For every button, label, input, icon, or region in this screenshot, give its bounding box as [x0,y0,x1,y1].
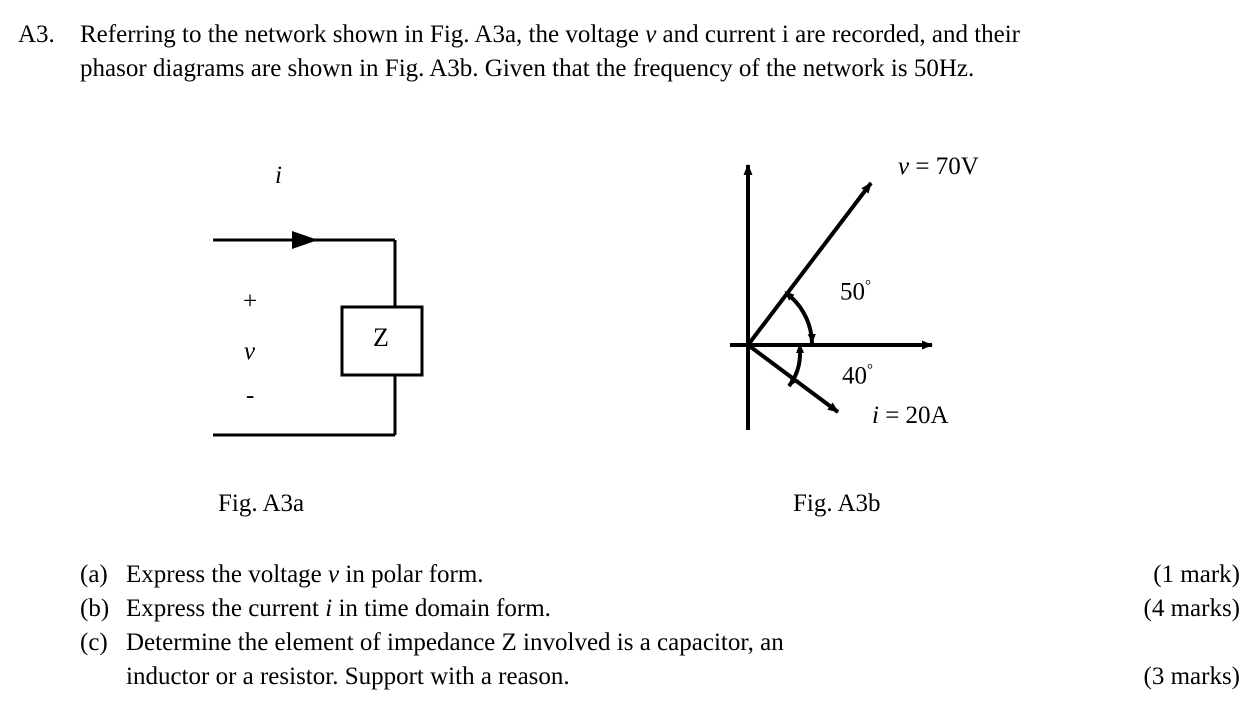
question-part-c-continued: inductor or a resistor. Support with a r… [126,660,1240,694]
current-angle-value: 40 [842,362,867,390]
part-a-text-var: v [328,561,340,588]
voltage-angle-label: 50° [840,278,871,306]
current-direction-arrow [292,231,318,249]
circuit-polarity-plus: + [243,288,258,315]
question-part-c: (c) Determine the element of impedance Z… [80,626,1240,660]
voltage-phasor-label: v = 70V [898,153,979,181]
voltage-phasor-var: v [898,153,910,180]
circuit-voltage-label: v [244,338,256,365]
impedance-label: Z [373,323,389,352]
voltage-angle-value: 50 [840,278,865,306]
voltage-angle-degree-symbol: ° [865,278,871,294]
current-angle-label: 40° [842,362,873,390]
part-a-tag: (a) [80,561,108,588]
part-b-text: Express the current i in time domain for… [126,595,741,622]
stem-line2: recorded, and their phasor diagrams are … [80,21,1021,82]
stem-line1-mid: and current i are [656,21,826,48]
current-angle-arc [787,343,805,388]
figure-a-caption: Fig. A3a [218,490,305,517]
part-c-text-line1: Determine the element of impedance Z inv… [126,629,784,656]
part-b-text-pre: Express the current [126,595,326,622]
voltage-phasor-arrow [746,181,873,347]
current-angle-degree-symbol: ° [867,362,873,378]
impedance-box [340,305,424,377]
part-b-text-var: i [325,595,333,622]
current-phasor-var: i [872,402,879,429]
part-b-marks: (4 marks) [1143,595,1241,622]
part-c-text-line2: inductor or a resistor. Support with a r… [126,663,570,690]
stem-line1-pre: Referring to the network shown in Fig. A… [80,21,646,48]
figure-b-caption: Fig. A3b [793,490,881,517]
circuit-polarity-minus: - [246,382,255,409]
part-a-text: Express the voltage v in polar form. [126,561,674,588]
stem-line3: frequency of the network is 50Hz. [632,55,975,82]
question-part-b: (b) Express the current i in time domain… [80,592,1240,626]
question-number: A3. [18,21,55,48]
circuit-diagram [213,231,424,437]
part-c-tag: (c) [80,629,108,656]
question-stem: A3. Referring to the network shown in Fi… [18,18,1078,86]
phasor-diagram [730,164,933,430]
part-b-tag: (b) [80,595,110,622]
figures-drawing [213,164,933,437]
question-parts-list: (a) Express the voltage v in polar form.… [80,558,1240,694]
part-c-marks: (3 marks) [1143,663,1241,690]
part-b-text-post: in time domain form. [332,595,551,622]
part-a-marks: (1 mark) [1153,561,1240,588]
part-a-text-post: in polar form. [339,561,484,588]
part-a-text-pre: Express the voltage [126,561,329,588]
figures-region: i + v - Z v = 70V i = 20A 50° 40° Fig. A… [0,130,1251,530]
current-phasor-value: = 20A [885,402,949,429]
stem-line1-var-v: v [645,21,657,48]
circuit-current-label: i [275,162,282,189]
current-phasor-label: i = 20A [872,402,949,430]
voltage-angle-arc [784,290,816,344]
question-stem-body: Referring to the network shown in Fig. A… [80,18,1078,86]
voltage-phasor-value: = 70V [915,153,979,180]
question-part-a: (a) Express the voltage v in polar form.… [80,558,1240,592]
